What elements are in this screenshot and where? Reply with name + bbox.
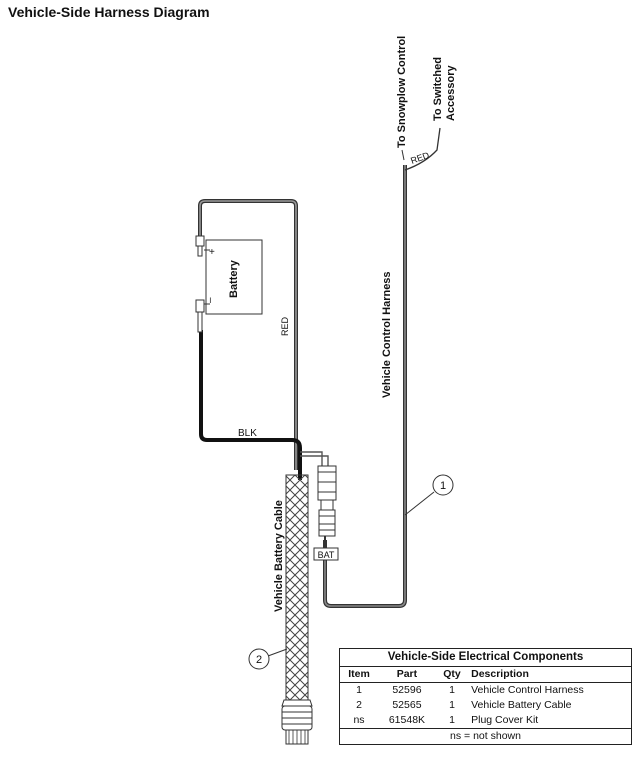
to-switched-line2-label: Accessory — [445, 64, 457, 121]
table-row: 2 52565 1 Vehicle Battery Cable — [339, 698, 633, 713]
row-item: 1 — [339, 682, 379, 698]
table-footnote: ns = not shown — [339, 728, 632, 745]
red-vertical-label: RED — [280, 316, 290, 336]
battery — [205, 239, 263, 315]
callout-2 — [248, 648, 270, 670]
row-description: Vehicle Battery Cable — [468, 698, 633, 713]
components-table: Vehicle-Side Electrical Components Item … — [339, 648, 633, 745]
callout-1 — [432, 474, 454, 496]
vehicle-battery-cable-label: Vehicle Battery Cable — [273, 500, 285, 612]
battery-label: Battery — [228, 259, 240, 298]
positive-terminal-icon — [195, 235, 205, 257]
to-snowplow-control-label: To Snowplow Control — [396, 36, 408, 148]
header-item: Item — [339, 666, 379, 683]
header-description: Description — [468, 666, 633, 683]
row-part: 52596 — [392, 684, 422, 696]
blk-label: BLK — [238, 428, 257, 439]
negative-terminal-icon — [195, 299, 205, 333]
black-battery-wire — [199, 330, 302, 480]
battery-cable-plug — [281, 699, 313, 745]
header-part: Part — [378, 666, 436, 683]
row-part: 61548K — [388, 714, 426, 726]
row-qty: 1 — [449, 684, 455, 696]
row-item: 2 — [339, 698, 379, 713]
row-item: ns — [339, 713, 379, 729]
page-title: Vehicle-Side Harness Diagram — [8, 4, 210, 20]
plus-label: + — [209, 247, 215, 258]
header-qty: Qty — [435, 666, 469, 683]
table-row: 1 52596 1 Vehicle Control Harness — [339, 682, 633, 698]
harness-connector — [317, 465, 337, 548]
callout-1-label: 1 — [440, 480, 446, 492]
vehicle-control-harness-label: Vehicle Control Harness — [381, 271, 393, 398]
bat-tag — [313, 547, 339, 561]
vehicle-control-harness-wire — [323, 165, 407, 608]
row-description: Plug Cover Kit — [468, 713, 633, 729]
row-qty: 1 — [449, 699, 455, 711]
callout-2-label: 2 — [256, 654, 262, 666]
to-switched-line1-label: To Switched — [432, 57, 444, 121]
row-part: 52565 — [392, 699, 422, 711]
braided-cable — [285, 474, 309, 701]
bat-label: BAT — [318, 550, 335, 560]
table-caption: Vehicle-Side Electrical Components — [339, 648, 632, 667]
row-qty: 1 — [449, 714, 455, 726]
minus-label: – — [205, 297, 216, 303]
red-accessory-wire — [404, 127, 441, 171]
table-row: ns 61548K 1 Plug Cover Kit — [339, 713, 633, 729]
row-description: Vehicle Control Harness — [468, 682, 633, 698]
